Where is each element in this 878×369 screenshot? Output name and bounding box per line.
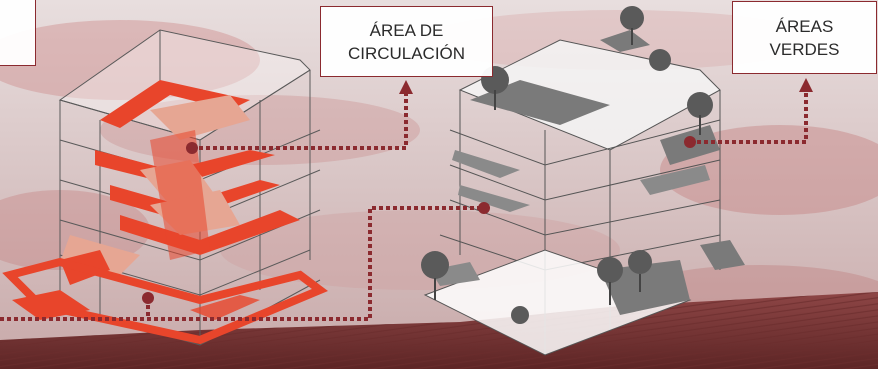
- partial-label-box: [0, 0, 36, 66]
- leader-arrowheads: [399, 78, 813, 94]
- green-areas-leader-line: [690, 90, 808, 144]
- green-label-line2: VERDES: [769, 39, 840, 59]
- lower-marker: [478, 202, 490, 214]
- circulation-area-label: ÁREA DE CIRCULACIÓN: [320, 6, 493, 77]
- lower-leader-line: [0, 206, 484, 321]
- circulation-leader-line: [192, 92, 408, 150]
- plaza-marker: [142, 292, 154, 304]
- circulation-arrow-icon: [399, 80, 413, 94]
- green-label-line1: ÁREAS: [775, 16, 834, 36]
- circulation-marker: [186, 142, 198, 154]
- leader-markers: [142, 136, 696, 304]
- green-areas-arrow-icon: [799, 78, 813, 92]
- circulation-area-fill: [2, 80, 328, 345]
- circulation-label-line1: ÁREA DE: [369, 20, 444, 40]
- green-areas-label: ÁREAS VERDES: [732, 1, 877, 74]
- circulation-label-line2: CIRCULACIÓN: [347, 43, 466, 63]
- trees: [421, 6, 713, 324]
- green-areas-marker: [684, 136, 696, 148]
